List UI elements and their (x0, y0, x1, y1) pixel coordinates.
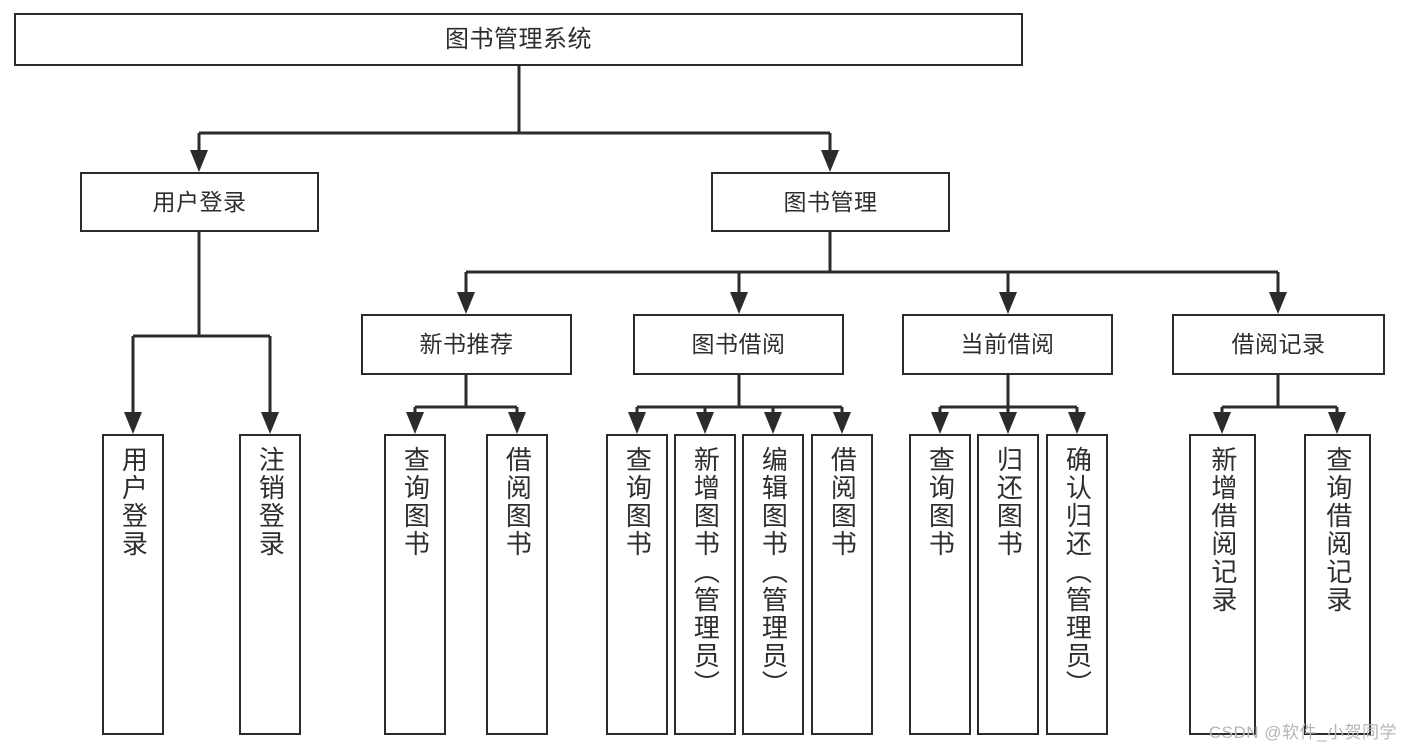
watermark-text: CSDN @软件_小贺同学 (1208, 723, 1397, 742)
arrow-bookmanage-to-book-borrow (730, 292, 748, 314)
leaf-book-borrow-edit[interactable]: 编辑图书（管理员） (742, 434, 804, 735)
arrow-bookborrow-to-leaf1 (628, 412, 646, 434)
leaf-borrow-record-query[interactable]: 查询借阅记录 (1304, 434, 1371, 735)
arrow-borrowrecord-to-leaf1 (1213, 412, 1231, 434)
leaf-new-book-query[interactable]: 查询图书 (384, 434, 446, 735)
node-label: 编辑图书（管理员） (758, 446, 789, 698)
node-root-book-management-system[interactable]: 图书管理系统 (14, 13, 1023, 66)
node-label: 借阅图书 (827, 446, 858, 558)
node-user-login[interactable]: 用户登录 (80, 172, 319, 232)
node-label: 注销登录 (255, 446, 286, 558)
node-label: 用户登录 (118, 446, 149, 558)
leaf-current-borrow-query[interactable]: 查询图书 (909, 434, 971, 735)
arrow-root-to-user-login (190, 150, 208, 172)
arrow-bookmanage-to-new-book (457, 292, 475, 314)
node-label: 用户登录 (152, 188, 247, 215)
arrow-userlogin-to-leaf2 (261, 412, 279, 434)
node-label: 图书管理 (783, 188, 878, 215)
leaf-borrow-record-add[interactable]: 新增借阅记录 (1189, 434, 1256, 735)
node-label: 借阅图书 (502, 446, 533, 558)
arrow-bookmanage-to-current-borrow (999, 292, 1017, 314)
node-label: 查询图书 (925, 446, 956, 558)
node-label: 查询图书 (622, 446, 653, 558)
node-label: 确认归还（管理员） (1062, 446, 1093, 698)
node-label: 新书推荐 (419, 331, 514, 358)
arrow-bookborrow-to-leaf3 (764, 412, 782, 434)
leaf-book-borrow-borrow[interactable]: 借阅图书 (811, 434, 873, 735)
node-label: 图书借阅 (691, 331, 786, 358)
arrow-newbook-to-leaf2 (508, 412, 526, 434)
leaf-book-borrow-add[interactable]: 新增图书（管理员） (674, 434, 736, 735)
node-book-borrow[interactable]: 图书借阅 (633, 314, 844, 375)
node-label: 当前借阅 (960, 331, 1055, 358)
leaf-user-login-logout[interactable]: 注销登录 (239, 434, 301, 735)
node-label: 查询图书 (400, 446, 431, 558)
arrow-newbook-to-leaf1 (406, 412, 424, 434)
node-borrow-record[interactable]: 借阅记录 (1172, 314, 1385, 375)
arrow-root-to-book-manage (821, 150, 839, 172)
arrow-bookborrow-to-leaf4 (833, 412, 851, 434)
node-current-borrow[interactable]: 当前借阅 (902, 314, 1113, 375)
leaf-book-borrow-query[interactable]: 查询图书 (606, 434, 668, 735)
leaf-user-login-login[interactable]: 用户登录 (102, 434, 164, 735)
arrow-borrowrecord-to-leaf2 (1328, 412, 1346, 434)
arrow-bookborrow-to-leaf2 (696, 412, 714, 434)
arrow-bookmanage-to-borrow-record (1269, 292, 1287, 314)
node-book-management[interactable]: 图书管理 (711, 172, 950, 232)
arrow-currentborrow-to-leaf1 (931, 412, 949, 434)
leaf-new-book-borrow[interactable]: 借阅图书 (486, 434, 548, 735)
leaf-current-borrow-confirm-return[interactable]: 确认归还（管理员） (1046, 434, 1108, 735)
arrow-userlogin-to-leaf1 (124, 412, 142, 434)
node-new-book-recommend[interactable]: 新书推荐 (361, 314, 572, 375)
node-label: 归还图书 (993, 446, 1024, 558)
leaf-current-borrow-return[interactable]: 归还图书 (977, 434, 1039, 735)
arrow-currentborrow-to-leaf2 (999, 412, 1017, 434)
node-label: 借阅记录 (1231, 331, 1326, 358)
node-label: 图书管理系统 (445, 25, 592, 53)
node-label: 新增图书（管理员） (690, 446, 721, 698)
arrow-currentborrow-to-leaf3 (1068, 412, 1086, 434)
node-label: 查询借阅记录 (1322, 446, 1353, 614)
node-label: 新增借阅记录 (1207, 446, 1238, 614)
